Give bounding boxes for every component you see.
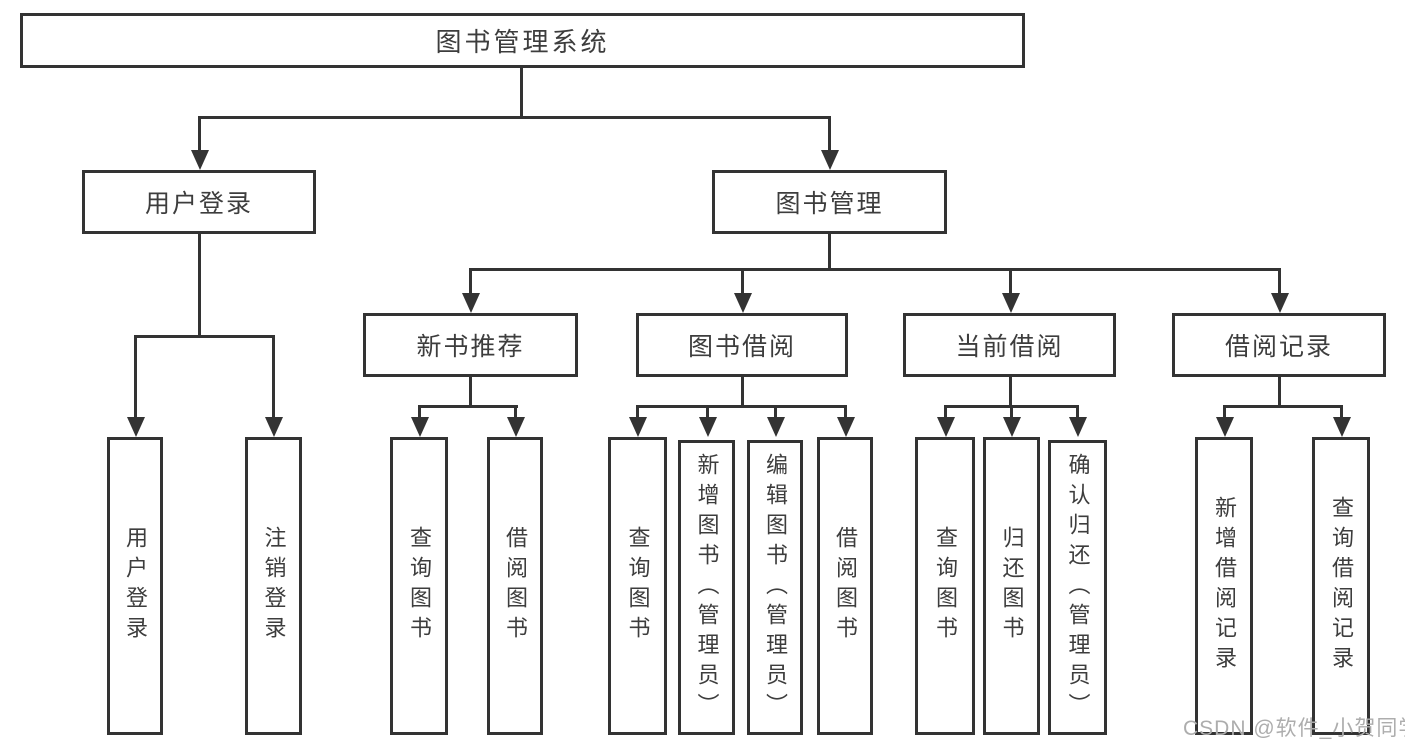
leaf-query-books-2: 查询图书: [608, 437, 667, 735]
connector-arrow: [1215, 405, 1234, 437]
connector-line: [741, 377, 744, 408]
connector-arrow: [461, 268, 480, 313]
connector-arrow: [1270, 268, 1289, 313]
node-label: 注销登录: [261, 526, 287, 646]
leaf-user-login: 用户登录: [107, 437, 163, 735]
csdn-watermark: CSDN @软件_小贺同学: [1183, 717, 1405, 740]
leaf-query-books-3: 查询图书: [915, 437, 975, 735]
node-label: 当前借阅: [955, 333, 1064, 361]
connector-arrow: [410, 405, 429, 437]
connector-arrow: [190, 116, 209, 170]
connector-arrow: [1332, 405, 1351, 437]
node-label: 查询图书: [933, 526, 958, 646]
connector-line: [1223, 405, 1343, 408]
node-book-management: 图书管理: [712, 170, 947, 234]
node-current-borrow: 当前借阅: [903, 313, 1116, 377]
node-new-book-recommend: 新书推荐: [363, 313, 578, 377]
connector-line: [469, 377, 472, 408]
connector-line: [418, 405, 518, 408]
node-borrow-records: 借阅记录: [1172, 313, 1386, 377]
node-label: 借阅图书: [503, 526, 528, 646]
connector-line: [198, 116, 830, 119]
node-label: 新书推荐: [416, 333, 525, 361]
connector-arrow: [836, 405, 855, 437]
connector-arrow: [766, 405, 785, 437]
leaf-confirm-return-admin: 确认归还（管理员）: [1048, 440, 1107, 735]
connector-arrow: [936, 405, 955, 437]
connector-arrow: [264, 335, 283, 437]
leaf-logout: 注销登录: [245, 437, 302, 735]
node-label: 图书管理: [775, 190, 884, 218]
leaf-borrow-books-1: 借阅图书: [487, 437, 543, 735]
connector-line: [828, 233, 831, 271]
node-label: 图书借阅: [687, 333, 796, 361]
leaf-query-borrow-record: 查询借阅记录: [1312, 437, 1370, 735]
node-label: 图书管理系统: [435, 27, 610, 57]
node-label: 新增图书（管理员）: [694, 452, 720, 723]
connector-arrow: [628, 405, 647, 437]
node-label: 确认归还（管理员）: [1065, 452, 1091, 723]
connector-arrow: [1001, 268, 1020, 313]
node-label: 用户登录: [123, 526, 148, 646]
connector-arrow: [820, 116, 839, 170]
node-label: 借阅记录: [1224, 333, 1333, 361]
node-book-borrow: 图书借阅: [636, 313, 848, 377]
leaf-return-book: 归还图书: [983, 437, 1040, 735]
node-library-system: 图书管理系统: [20, 13, 1025, 68]
leaf-borrow-books-2: 借阅图书: [817, 437, 873, 735]
connector-arrow: [698, 405, 717, 437]
node-label: 归还图书: [999, 526, 1025, 646]
connector-line: [520, 68, 523, 118]
leaf-query-books-1: 查询图书: [390, 437, 448, 735]
connector-arrow: [506, 405, 525, 437]
connector-line: [134, 335, 275, 338]
connector-line: [469, 268, 1281, 271]
node-label: 查询图书: [625, 526, 651, 646]
connector-arrow: [1002, 405, 1021, 437]
node-label: 编辑图书（管理员）: [763, 452, 788, 723]
connector-arrow: [733, 268, 752, 313]
node-label: 借阅图书: [833, 526, 858, 646]
connector-line: [1009, 377, 1012, 408]
node-label: 查询图书: [407, 526, 432, 646]
connector-arrow: [1068, 405, 1087, 437]
leaf-edit-book-admin: 编辑图书（管理员）: [747, 440, 803, 735]
leaf-add-borrow-record: 新增借阅记录: [1195, 437, 1253, 735]
connector-line: [1278, 377, 1281, 408]
node-user-login: 用户登录: [82, 170, 316, 234]
node-label: 用户登录: [144, 190, 253, 218]
connector-line: [636, 405, 847, 408]
leaf-add-book-admin: 新增图书（管理员）: [678, 440, 735, 735]
node-label: 新增借阅记录: [1212, 496, 1237, 676]
node-label: 查询借阅记录: [1329, 496, 1354, 676]
connector-arrow: [126, 335, 145, 437]
connector-line: [198, 233, 201, 337]
